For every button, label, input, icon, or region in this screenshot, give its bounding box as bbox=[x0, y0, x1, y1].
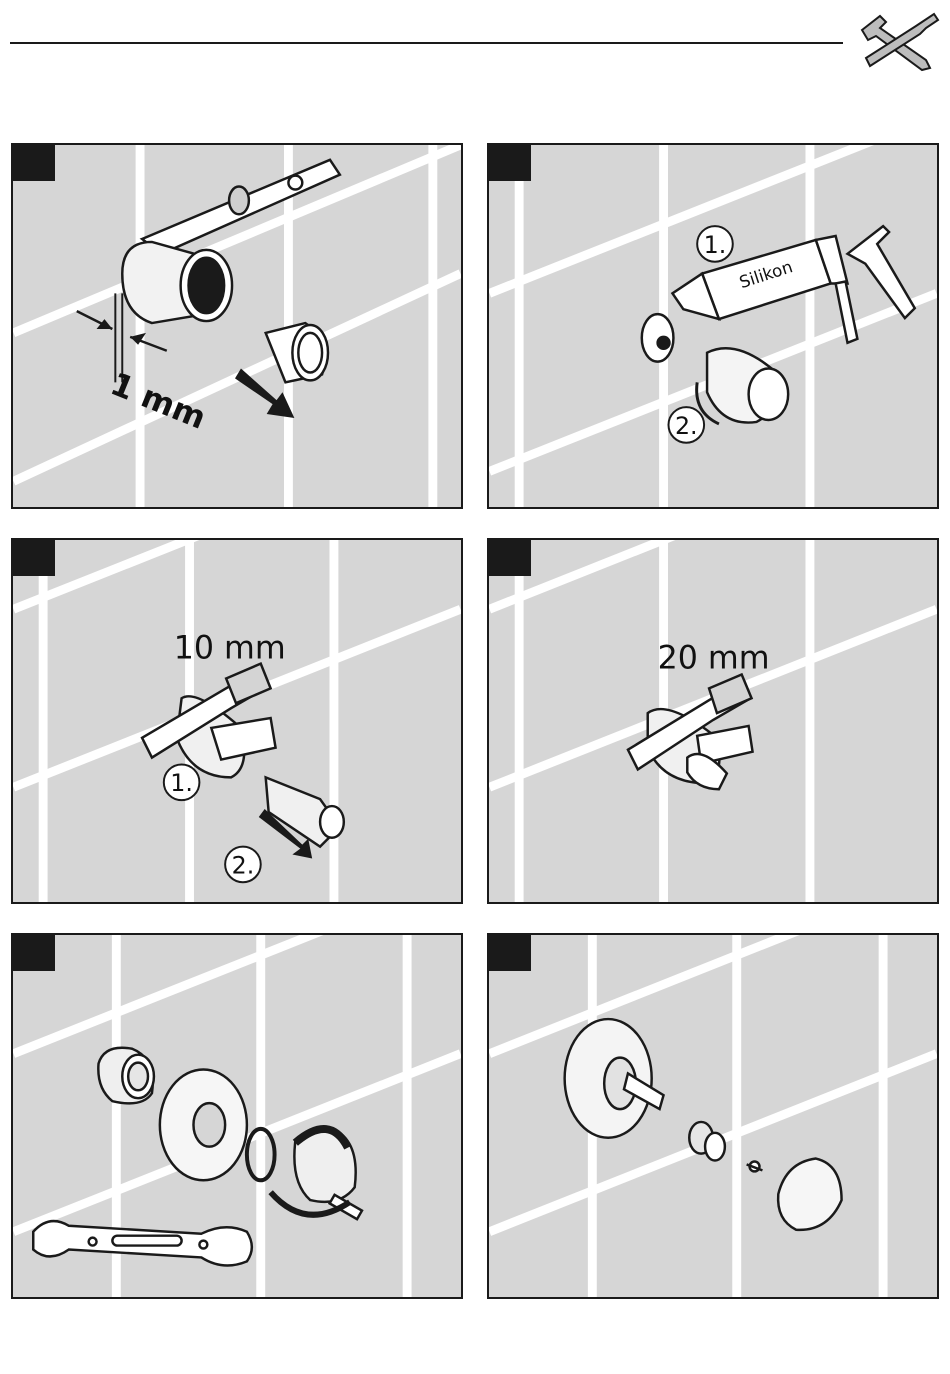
length-label: 10 mm bbox=[174, 631, 286, 667]
header-rule bbox=[10, 42, 843, 44]
step2-label: 2. bbox=[232, 851, 255, 879]
step-panel-4: 20 mm bbox=[487, 538, 939, 904]
step-panel-2: 1. Silikon 2. bbox=[487, 143, 939, 509]
step-panel-1: 1 mm bbox=[11, 143, 463, 509]
handle-mounting-illustration bbox=[489, 935, 937, 1297]
cut-thread-illustration: 20 mm bbox=[489, 540, 937, 902]
step-panel-6 bbox=[487, 933, 939, 1299]
step-panel-5 bbox=[11, 933, 463, 1299]
step-panel-3: 10 mm 1. 2. bbox=[11, 538, 463, 904]
gap-label: 1 mm bbox=[105, 366, 210, 436]
silicone-gun-illustration: 1. Silikon 2. bbox=[489, 145, 937, 507]
sleeve-tool-illustration: 1 mm bbox=[13, 145, 461, 507]
cut-thread-illustration: 10 mm 1. 2. bbox=[13, 540, 461, 902]
step2-label: 2. bbox=[675, 412, 698, 440]
length-label: 20 mm bbox=[658, 641, 770, 677]
wrench-screwdriver-icon bbox=[856, 8, 942, 74]
step1-label: 1. bbox=[704, 231, 727, 259]
valve-assembly-illustration bbox=[13, 935, 461, 1297]
step1-label: 1. bbox=[170, 769, 193, 797]
